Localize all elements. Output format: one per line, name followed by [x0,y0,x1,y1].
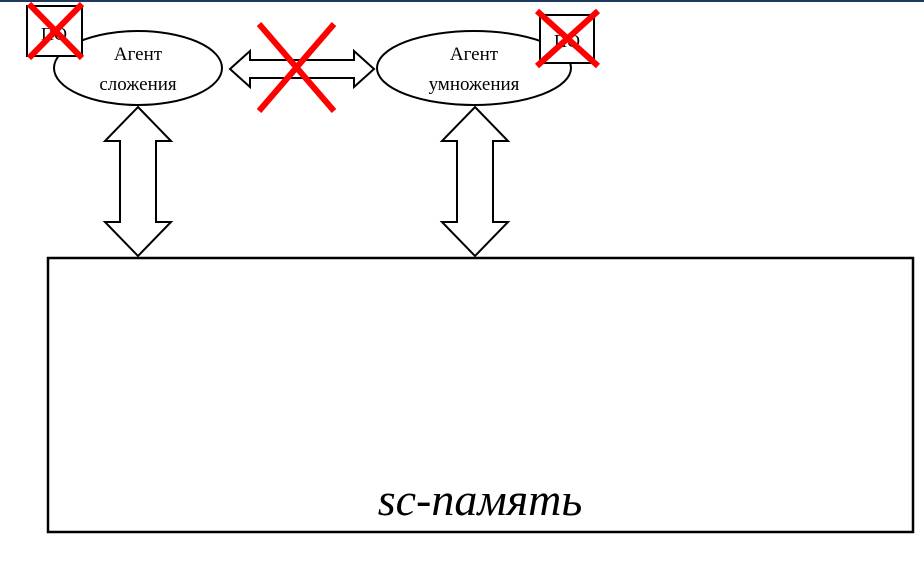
top-border-line [0,0,924,2]
agents-double-arrow [228,48,376,90]
addition-agent-label-line2: сложения [99,74,177,95]
addition-memory-double-arrow [102,105,174,258]
multiplication-memory-double-arrow [439,105,511,258]
addition-agent-label-line1: Агент [114,44,163,65]
addition-agent-node [53,30,223,106]
multiplication-agent-node [376,30,572,106]
sc-memory-box [46,256,915,534]
sc-memory-label: sc-память [378,474,583,525]
multiplication-agent-label-line1: Агент [450,44,499,65]
addition-badge-cross-icon [26,1,85,61]
multiplication-agent-label-line2: умножения [429,74,520,95]
multiplication-badge-cross-icon [534,8,601,69]
agents-link-cross-icon [256,22,337,113]
